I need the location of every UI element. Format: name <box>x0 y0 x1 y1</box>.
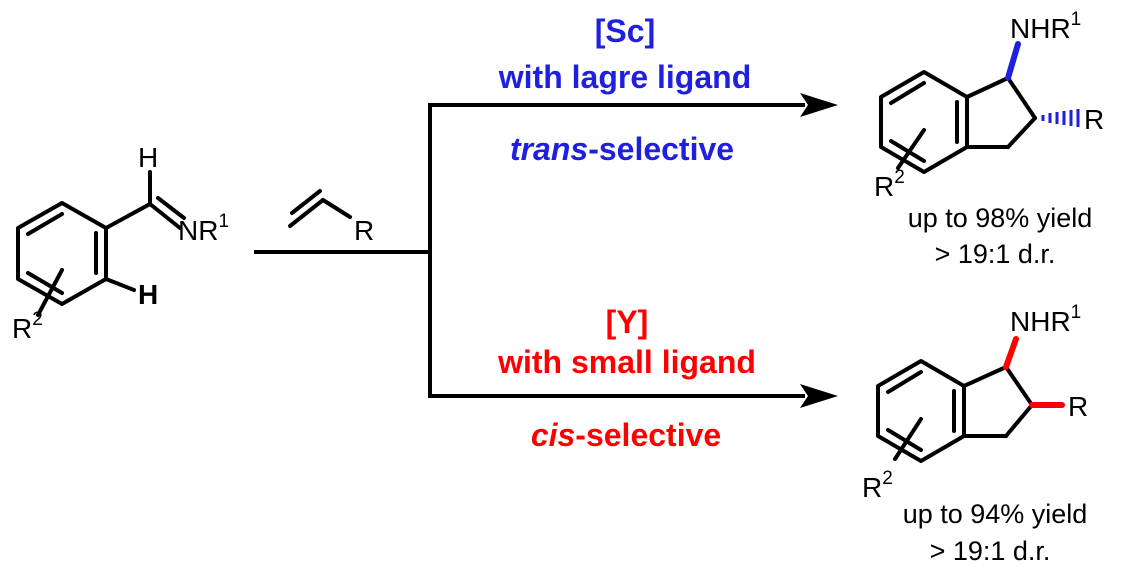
ring-inner-double-bond-3 <box>26 271 64 295</box>
ring-substituent-r2-label: R2 <box>12 309 43 344</box>
imine-benzene-ring <box>16 201 108 306</box>
bottom-r2-label: R2 <box>862 468 893 503</box>
top-dr-label: > 19:1 d.r. <box>935 239 1056 269</box>
trans-selective-label: trans-selective <box>510 131 734 167</box>
bottom-dr-label: > 19:1 d.r. <box>930 536 1051 566</box>
alkene-double-bond-2 <box>290 189 322 215</box>
trans-aminoindane-product: NHR1 R R2 up to 98% yield > 19:1 d.r. <box>874 9 1104 269</box>
bottom-c2-c3-bond <box>1004 403 1034 438</box>
ring-inner-double-bond-1 <box>26 212 64 236</box>
top-c2-c3-bond <box>1006 116 1037 149</box>
yttrium-catalyst-label: [Y] <box>606 304 649 340</box>
ring-substituent-bond <box>36 268 64 317</box>
top-r2-label: R2 <box>874 167 905 202</box>
cis-aminoindane-product: NHR1 R R2 up to 94% yield > 19:1 d.r. <box>862 302 1088 566</box>
bottom-c1-c2-bond <box>1004 365 1034 407</box>
top-c1-c2-bond <box>1006 76 1037 120</box>
bottom-product-benzene-ring <box>876 359 966 463</box>
bottom-ring-double-bond-1 <box>886 370 923 394</box>
top-ligand-label: with lagre ligand <box>498 59 751 95</box>
top-yield-label: up to 98% yield <box>908 203 1093 233</box>
bottom-conditions: [Y] with small ligand cis-selective <box>497 304 756 453</box>
bottom-yield-label: up to 94% yield <box>903 499 1088 529</box>
scandium-catalyst-label: [Sc] <box>595 13 655 49</box>
ortho-h-label: H <box>138 279 158 310</box>
imine-h-label: H <box>138 142 158 173</box>
bottom-arrow-head <box>800 384 838 408</box>
top-ring-double-bond-1 <box>889 81 926 105</box>
ortho-ch-bond <box>104 277 136 292</box>
branching-arrows <box>254 93 838 408</box>
top-product-benzene-ring <box>879 70 969 174</box>
imine-c-n-bond <box>148 202 182 230</box>
bottom-ring-substituent-bond <box>893 417 923 461</box>
top-amine-label: NHR1 <box>1010 9 1081 44</box>
bottom-r-label: R <box>1068 391 1088 422</box>
alkene-reactant: R <box>288 189 374 246</box>
bottom-ring-double-bond-3 <box>886 428 923 452</box>
bottom-c1-bond <box>962 365 1008 388</box>
bottom-ligand-label: with small ligand <box>497 344 756 380</box>
top-arrow-head <box>800 93 838 117</box>
aryl-to-imine-carbon-bond <box>104 202 152 230</box>
bottom-amine-label: NHR1 <box>1010 302 1081 337</box>
alkene-r-label: R <box>354 215 374 246</box>
top-hashed-bond <box>1041 109 1080 127</box>
aryl-imine-reactant: H NR1 H R2 <box>12 142 229 344</box>
top-r-label: R <box>1084 104 1104 135</box>
alkene-single-bond <box>321 198 352 219</box>
top-conditions: [Sc] with lagre ligand trans-selective <box>498 13 751 167</box>
imine-c-n-double-bond <box>156 196 186 220</box>
bottom-wedge-nh-bond <box>1003 336 1019 370</box>
top-ring-substituent-bond <box>896 128 926 170</box>
alkene-double-bond-1 <box>288 198 325 228</box>
cis-selective-label: cis-selective <box>531 417 721 453</box>
imine-nitrogen-label: NR1 <box>178 211 229 246</box>
top-wedge-nh-bond <box>1005 41 1021 81</box>
top-c1-bond <box>965 76 1010 99</box>
